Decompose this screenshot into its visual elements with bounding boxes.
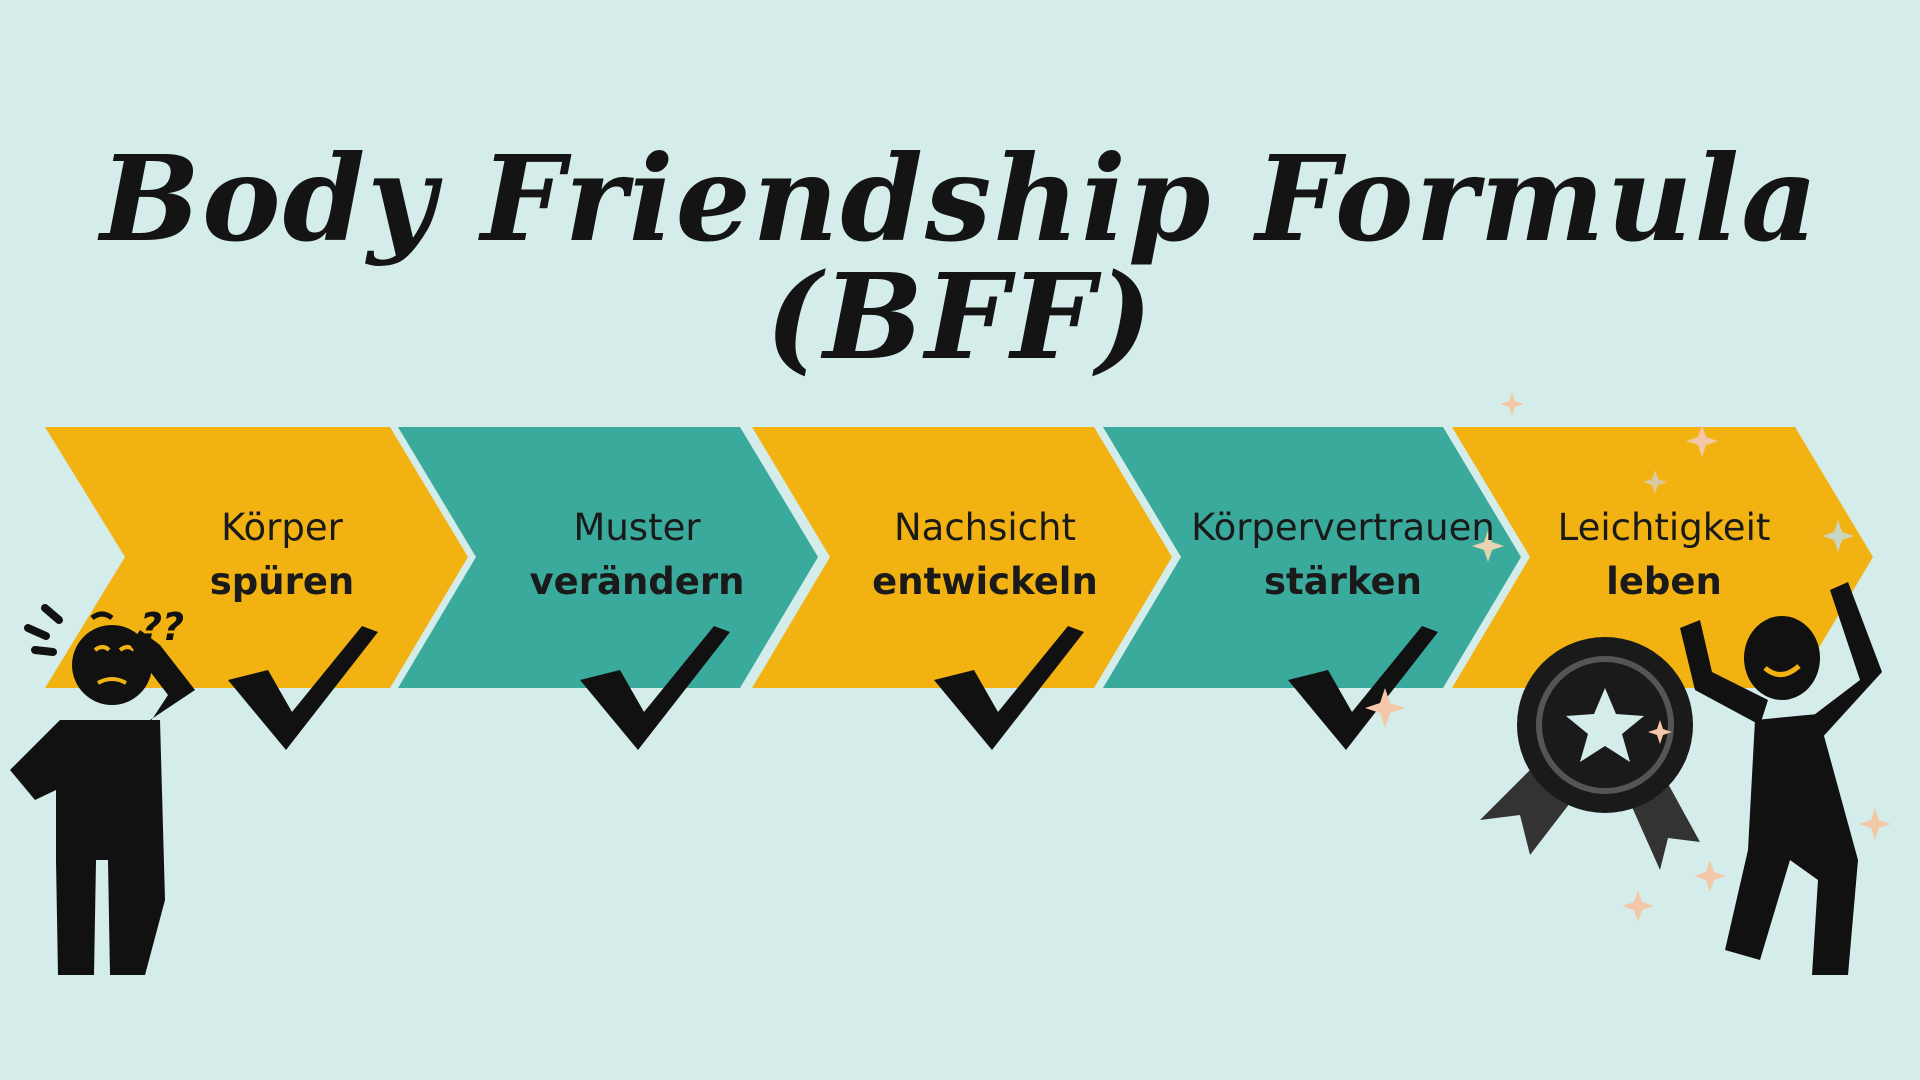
step-label-top: Leichtigkeit bbox=[1557, 506, 1771, 549]
question-marks: ?? bbox=[140, 605, 184, 649]
chevron-step-2 bbox=[398, 427, 818, 688]
step-label: Leichtigkeit leben bbox=[1504, 502, 1824, 610]
step-label-bottom: entwickeln bbox=[872, 560, 1098, 603]
step-label-top: Muster bbox=[573, 506, 701, 549]
step-label-top: Körpervertrauen bbox=[1191, 506, 1495, 549]
diagram-title: Body Friendship Formula (BFF) bbox=[100, 129, 1820, 386]
chevron-step-3 bbox=[752, 427, 1172, 688]
sparkle-decorations bbox=[1365, 392, 1891, 922]
checkmark-icon bbox=[228, 626, 378, 750]
celebrating-person-icon bbox=[1680, 582, 1882, 975]
step-label: Körpervertrauen stärken bbox=[1183, 502, 1503, 610]
step-label-bottom: spüren bbox=[209, 560, 355, 603]
checkmark-icon bbox=[1288, 626, 1438, 750]
step-label-bottom: leben bbox=[1606, 560, 1722, 603]
step-label: Muster verändern bbox=[477, 502, 797, 610]
step-label-top: Körper bbox=[221, 506, 343, 549]
step-label-bottom: verändern bbox=[529, 560, 745, 603]
step-label-bottom: stärken bbox=[1264, 560, 1422, 603]
step-label: Körper spüren bbox=[122, 502, 442, 610]
step-label-top: Nachsicht bbox=[893, 506, 1076, 549]
checkmark-icon bbox=[580, 626, 730, 750]
chevron-step-1 bbox=[45, 427, 468, 688]
chevron-step-4 bbox=[1103, 427, 1521, 688]
star-medal-icon bbox=[1480, 637, 1700, 870]
confused-person-icon bbox=[10, 604, 195, 975]
checkmark-icon bbox=[934, 626, 1084, 750]
step-label: Nachsicht entwickeln bbox=[825, 502, 1145, 610]
